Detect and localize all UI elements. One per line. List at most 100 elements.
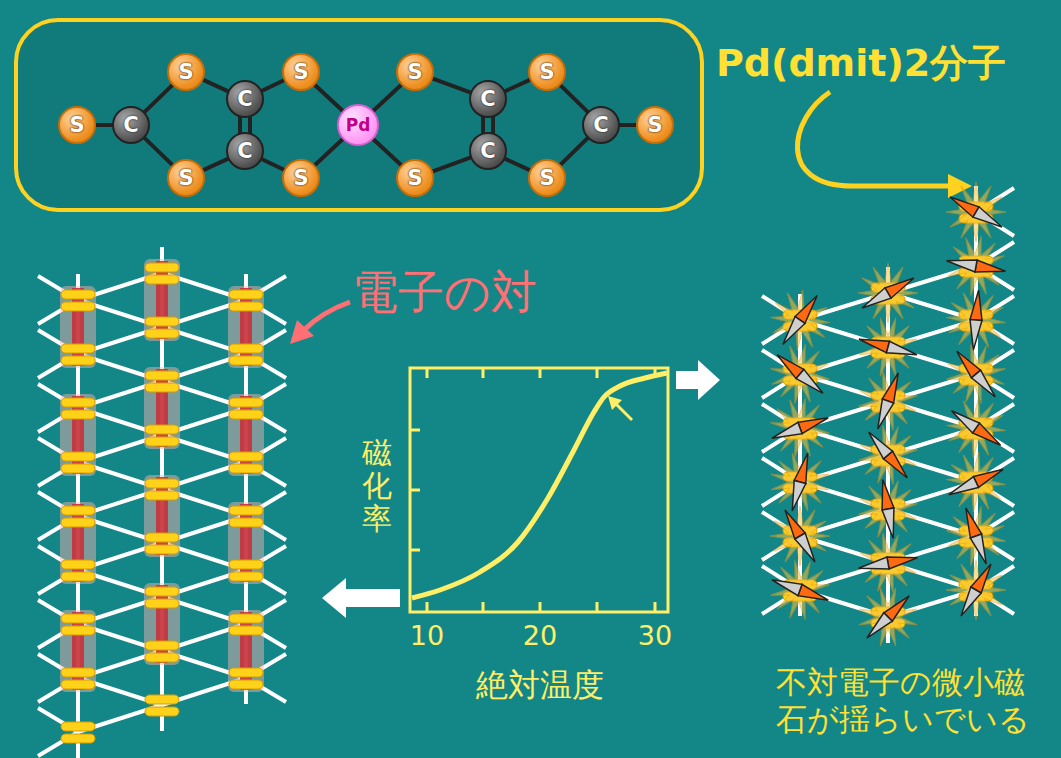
molecule-dimer bbox=[229, 410, 263, 419]
tick-mark bbox=[596, 368, 599, 378]
tick-mark bbox=[539, 602, 542, 612]
molecule-dimer bbox=[229, 572, 263, 581]
needle-north bbox=[887, 552, 919, 569]
compass-needle bbox=[853, 474, 923, 544]
atom-circle: S bbox=[282, 159, 320, 197]
molecule-dimer bbox=[229, 302, 263, 311]
atom-symbol: C bbox=[480, 89, 495, 110]
electron-pair bbox=[72, 612, 84, 690]
needle-north bbox=[885, 273, 917, 298]
needle-south bbox=[859, 288, 891, 313]
chemical-bond bbox=[433, 79, 470, 93]
molecule-dimer bbox=[145, 437, 179, 446]
molecule-dimer bbox=[145, 479, 179, 488]
needle-north bbox=[960, 506, 982, 538]
pointer-arrow bbox=[304, 302, 350, 330]
atom-circle: S bbox=[528, 53, 566, 91]
atom-circle: S bbox=[167, 53, 205, 91]
chemical-bond bbox=[433, 158, 470, 172]
atom-circle: C bbox=[112, 106, 150, 144]
chemical-bond bbox=[620, 123, 636, 127]
compass-needle bbox=[847, 252, 929, 334]
chemical-bond bbox=[561, 138, 588, 164]
atom-circle: C bbox=[469, 80, 507, 118]
compass-needle bbox=[936, 442, 1016, 522]
needle-north bbox=[798, 584, 830, 606]
needle-south bbox=[886, 341, 918, 360]
electron-pair bbox=[228, 610, 264, 692]
compass-needle bbox=[759, 495, 841, 577]
axis-label: 絶対温度 bbox=[476, 664, 604, 708]
pair-label: 電子の対 bbox=[352, 262, 537, 324]
electron-pair bbox=[240, 504, 252, 582]
tick-mark bbox=[426, 368, 429, 378]
needle-north bbox=[971, 561, 996, 593]
molecule-dimer bbox=[145, 263, 179, 272]
molecule-dimer bbox=[145, 545, 179, 554]
pointer-arrow bbox=[797, 92, 950, 186]
atom-circle: S bbox=[282, 53, 320, 91]
molecule-dimer bbox=[229, 356, 263, 365]
chart-frame bbox=[410, 368, 668, 612]
compass-needle bbox=[941, 231, 1011, 301]
molecule-dimer bbox=[145, 533, 179, 542]
needle-south bbox=[973, 207, 1005, 232]
molecule-dimer bbox=[229, 290, 263, 299]
molecule-dimer bbox=[229, 452, 263, 461]
transition-arrow bbox=[322, 578, 400, 618]
molecule-dimer bbox=[145, 275, 179, 284]
fluctuation-burst bbox=[846, 575, 931, 660]
electron-pair bbox=[240, 396, 252, 474]
needle-north bbox=[877, 478, 894, 510]
molecule-dimer bbox=[229, 398, 263, 407]
molecule-dimer bbox=[61, 464, 95, 473]
compass-needle bbox=[850, 363, 927, 440]
chart-ticks bbox=[410, 368, 655, 612]
chemical-bond bbox=[505, 159, 529, 170]
arrow-head bbox=[290, 320, 314, 344]
needle-south bbox=[864, 428, 892, 459]
atom-symbol: C bbox=[593, 115, 608, 136]
molecule-dimer bbox=[145, 599, 179, 608]
molecule-dimer bbox=[145, 329, 179, 338]
electron-pair bbox=[240, 612, 252, 690]
tick-mark bbox=[410, 489, 420, 492]
molecule-dimer bbox=[145, 371, 179, 380]
molecule-dimer bbox=[145, 707, 179, 716]
molecule-dimer bbox=[145, 695, 179, 704]
molecule-dimer bbox=[61, 410, 95, 419]
fluctuation-burst bbox=[759, 495, 841, 577]
molecule-dimer bbox=[145, 653, 179, 662]
tick-mark bbox=[410, 429, 420, 432]
dimer-lattice bbox=[38, 247, 286, 758]
needle-north bbox=[975, 260, 1007, 277]
chemical-bond bbox=[561, 85, 588, 111]
fluctuation-burst bbox=[935, 171, 1017, 253]
needle-south bbox=[796, 369, 827, 397]
needle-north bbox=[882, 371, 904, 403]
molecule-dimer bbox=[61, 452, 95, 461]
compass-needle bbox=[851, 310, 924, 383]
electron-pair bbox=[228, 502, 264, 584]
compass-needle bbox=[935, 549, 1017, 631]
fluctuation-burst bbox=[941, 231, 1011, 301]
double-bond-line bbox=[238, 117, 242, 132]
compass-needle bbox=[943, 287, 1008, 352]
molecule-dimer bbox=[61, 344, 95, 353]
atom-symbol: S bbox=[293, 168, 308, 189]
atom-symbol: S bbox=[69, 115, 84, 136]
molecule-dimer bbox=[229, 560, 263, 569]
molecule-dimer bbox=[61, 680, 95, 689]
needle-north bbox=[794, 451, 813, 483]
compass-needle bbox=[758, 332, 843, 417]
atom-circle: Pd bbox=[337, 104, 379, 146]
atom-symbol: C bbox=[237, 141, 252, 162]
chemical-bond bbox=[491, 117, 495, 132]
spin-note: 不対電子の微小磁石が揺らいでいる bbox=[776, 664, 1054, 738]
molecule-dimer bbox=[61, 560, 95, 569]
fluctuation-burst bbox=[846, 413, 931, 498]
atom-symbol: S bbox=[539, 168, 554, 189]
needle-south bbox=[857, 557, 889, 574]
needle-south bbox=[770, 574, 802, 596]
tick-mark bbox=[482, 602, 485, 612]
